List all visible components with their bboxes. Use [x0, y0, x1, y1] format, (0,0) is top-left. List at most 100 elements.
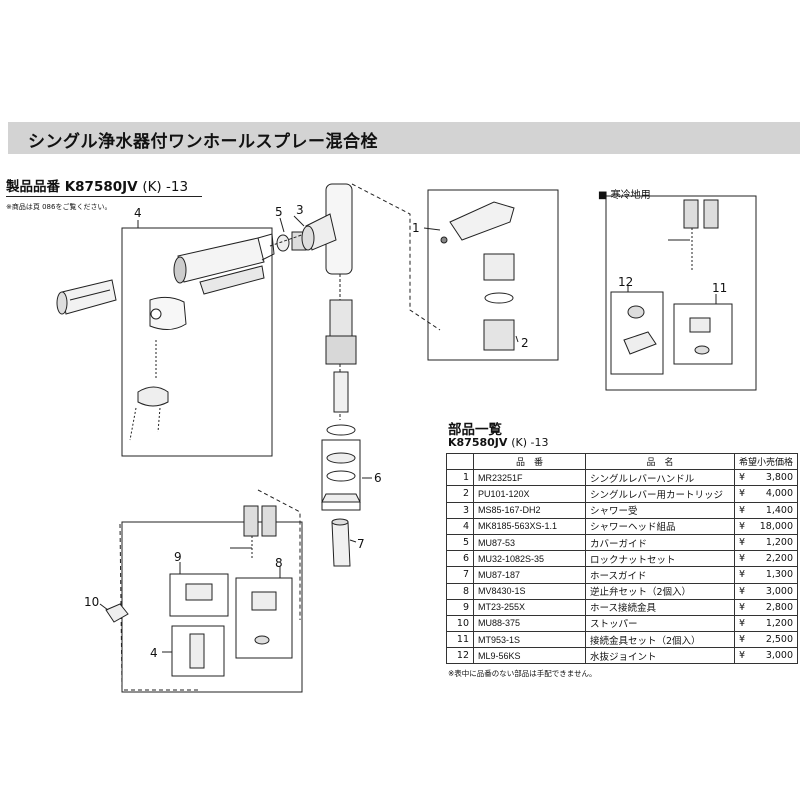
row-part-number: MU32-1082S-35: [473, 550, 586, 568]
currency-symbol: ¥: [739, 569, 746, 581]
lower-valve-body: [230, 505, 277, 560]
row-part-name: シングルレバーハンドル: [585, 469, 735, 487]
callout-4-bottom: 4: [150, 646, 158, 660]
parts-list-heading: 部品一覧: [448, 422, 502, 438]
row-number: 11: [446, 631, 474, 649]
connector-set-box: [673, 303, 733, 365]
currency-symbol: ¥: [739, 617, 746, 629]
price-value: 2,200: [765, 553, 794, 565]
row-number: 5: [446, 533, 474, 552]
currency-symbol: ¥: [739, 488, 746, 500]
row-number: 1: [446, 469, 474, 487]
row-price: ¥18,000: [733, 517, 799, 535]
lock-nut-3: [321, 493, 361, 503]
row-part-name: シングルレバー用カートリッジ: [585, 485, 735, 503]
price-value: 3,000: [765, 650, 794, 662]
col-no: [446, 452, 474, 471]
price-value: 4,000: [765, 488, 794, 500]
row-part-number: MR23251F: [473, 469, 586, 487]
callout-9: 9: [174, 550, 182, 564]
col-price: 希望小売価格: [733, 452, 799, 471]
col-part-name: 品 名: [585, 452, 735, 471]
row-price: ¥3,000: [733, 582, 799, 600]
currency-symbol: ¥: [739, 553, 746, 565]
row-number: 6: [446, 550, 474, 568]
row-part-number: MU87-187: [473, 566, 586, 584]
drain-joint: [623, 331, 657, 355]
row-part-name: カバーガイド: [585, 533, 735, 552]
row-price: ¥2,200: [733, 550, 799, 568]
gasket-ring: [326, 424, 356, 436]
currency-symbol: ¥: [739, 472, 746, 484]
flow-lines: [119, 183, 441, 691]
row-price: ¥4,000: [733, 485, 799, 503]
currency-symbol: ¥: [739, 601, 746, 613]
row-number: 4: [446, 517, 474, 535]
shower-hose-box: [171, 625, 225, 677]
row-number: 9: [446, 598, 474, 616]
row-price: ¥1,200: [733, 533, 799, 552]
row-part-number: ML9-56KS: [473, 647, 586, 665]
row-part-number: MS85-167-DH2: [473, 501, 586, 519]
row-number: 12: [446, 647, 474, 665]
price-value: 18,000: [759, 520, 794, 532]
check-valve-box: [235, 577, 293, 659]
row-part-number: PU101-120X: [473, 485, 586, 503]
shower-hose-end: [189, 633, 205, 669]
currency-symbol: ¥: [739, 634, 746, 646]
callout-2: 2: [521, 336, 529, 350]
product-note: ※商品は頁 086をご覧ください。: [6, 203, 112, 211]
currency-symbol: ¥: [739, 520, 746, 532]
row-price: ¥1,400: [733, 501, 799, 519]
row-part-number: MK8185-563XS-1.1: [473, 517, 586, 535]
cartridge-ring: [484, 292, 514, 304]
shower-head-box: [121, 227, 273, 457]
cold-area-box: [605, 195, 757, 391]
col-part-number: 品 番: [473, 452, 586, 471]
row-number: 7: [446, 566, 474, 584]
callout-6: 6: [374, 471, 382, 485]
callout-5: 5: [275, 205, 283, 219]
hose-fitting-box: [169, 573, 229, 617]
row-part-name: ホース接続金具: [585, 598, 735, 616]
price-value: 1,200: [765, 537, 794, 549]
row-part-number: MT953-1S: [473, 631, 586, 649]
stopper: [105, 603, 129, 623]
row-number: 8: [446, 582, 474, 600]
lock-nut-2: [326, 470, 356, 482]
row-part-name: 逆止弁セット（2個入）: [585, 582, 735, 600]
row-part-name: 水抜ジョイント: [585, 647, 735, 665]
row-part-name: ストッパー: [585, 614, 735, 633]
cold-area-valve: [668, 199, 719, 270]
parts-list-code-main: K87580JV: [448, 436, 508, 449]
price-value: 1,400: [765, 504, 794, 516]
row-part-number: MV8430-1S: [473, 582, 586, 600]
currency-symbol: ¥: [739, 650, 746, 662]
product-number-suffix: (K) -13: [142, 179, 189, 195]
callout-11: 11: [712, 281, 727, 295]
currency-symbol: ¥: [739, 585, 746, 597]
lever-handle: [449, 201, 515, 241]
connector-set: [689, 317, 711, 333]
drain-joint-box: [610, 291, 664, 375]
callout-7: 7: [357, 537, 365, 551]
callout-8: 8: [275, 556, 283, 570]
price-value: 3,000: [765, 585, 794, 597]
row-price: ¥1,200: [733, 614, 799, 633]
currency-symbol: ¥: [739, 504, 746, 516]
callout-leaders: [99, 215, 717, 653]
product-number: 製品品番 K87580JV (K) -13: [6, 175, 188, 195]
price-value: 2,800: [765, 601, 794, 613]
row-number: 10: [446, 614, 474, 633]
lock-nut-1: [326, 452, 356, 464]
title-banner: シングル浄水器付ワンホールスプレー混合栓: [8, 122, 800, 154]
row-part-name: ホースガイド: [585, 566, 735, 584]
